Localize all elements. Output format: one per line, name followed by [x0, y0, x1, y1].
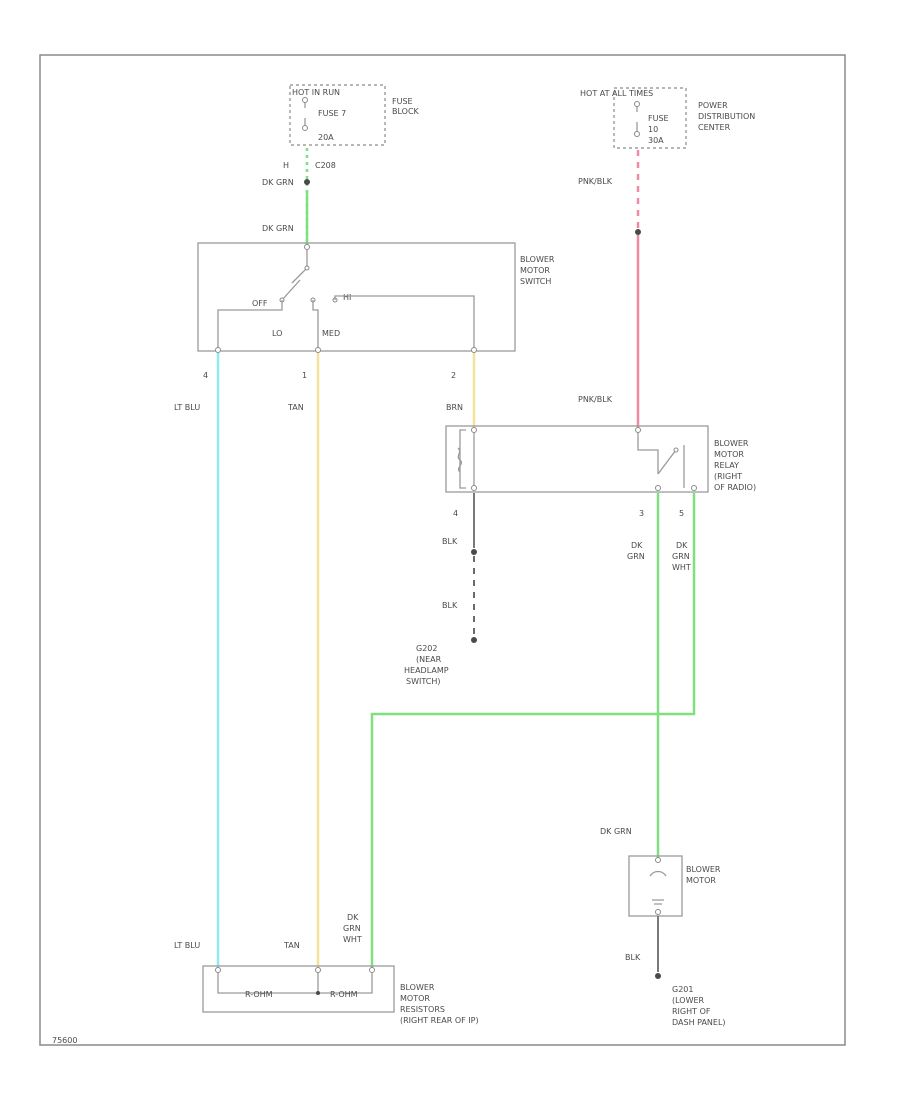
wire-label-wht-2: WHT: [343, 935, 362, 944]
blower-motor-relay: BLOWER MOTOR RELAY (RIGHT OF RADIO) 4 3 …: [445, 425, 756, 518]
pdc-fuse-amps: 30A: [648, 136, 664, 145]
wire-label-tan-2: TAN: [283, 941, 300, 950]
wire-label-tan-1: TAN: [287, 403, 304, 412]
wire-label-grn-1: GRN: [627, 552, 645, 561]
ground-g201-point: [655, 973, 661, 979]
switch-med-label: MED: [322, 329, 340, 338]
relay-name-5: OF RADIO): [714, 483, 756, 492]
fuse-block: HOT IN RUN FUSE 7 20A FUSE BLOCK H C208: [283, 84, 420, 170]
relay-name-3: RELAY: [714, 461, 739, 470]
relay-name-1: BLOWER: [714, 439, 749, 448]
switch-off-label: OFF: [252, 299, 268, 308]
ground-g201: G201 (LOWER RIGHT OF DASH PANEL): [672, 985, 726, 1027]
switch-hi-label: HI: [343, 293, 351, 302]
blower-motor-name-2: MOTOR: [686, 876, 716, 885]
fuse-7-label: FUSE 7: [318, 109, 346, 118]
wire-label-wht-1: WHT: [672, 563, 691, 572]
ground-g201-name-1: G201: [672, 985, 693, 994]
blower-motor: BLOWER MOTOR: [628, 855, 721, 917]
resistors-name-2: MOTOR: [400, 994, 430, 1003]
resistor-1-label: R-OHM: [245, 990, 273, 999]
splice-fuse-out: [304, 179, 310, 185]
ground-g202-name-3: HEADLAMP: [404, 666, 449, 675]
ground-g202: G202 (NEAR HEADLAMP SWITCH): [404, 644, 449, 686]
power-distribution-center: HOT AT ALL TIMES FUSE 10 30A POWER DISTR…: [580, 87, 755, 149]
ground-g202-name-1: G202: [416, 644, 437, 653]
wire-label-pnk-blk-1: PNK/BLK: [578, 177, 613, 186]
figure-id: 75600: [52, 1036, 77, 1045]
relay-pin-4: 4: [453, 509, 458, 518]
ground-g201-name-3: RIGHT OF: [672, 1007, 711, 1016]
resistors-name-4: (RIGHT REAR OF IP): [400, 1016, 479, 1025]
fuse-7-amps: 20A: [318, 133, 334, 142]
pdc-top-label: HOT AT ALL TIMES: [580, 89, 653, 98]
relay-pin-5: 5: [679, 509, 684, 518]
pdc-fuse-label: FUSE: [648, 114, 669, 123]
blower-motor-resistors: R-OHM R-OHM BLOWER MOTOR RESISTORS (RIGH…: [202, 965, 479, 1025]
diagram-frame: [39, 54, 846, 1046]
splice-pnk-blk: [635, 229, 641, 235]
wire-label-brn: BRN: [446, 403, 463, 412]
splice-blk-relay: [471, 549, 477, 555]
pdc-fuse-num: 10: [648, 125, 658, 134]
wire-label-pnk-blk-2: PNK/BLK: [578, 395, 613, 404]
wire-label-lt-blu-2: LT BLU: [174, 941, 200, 950]
switch-name-1: BLOWER: [520, 255, 555, 264]
ground-g202-name-2: (NEAR: [416, 655, 442, 664]
wire-label-dk-2: DK: [676, 541, 688, 550]
relay-name-2: MOTOR: [714, 450, 744, 459]
fuse-block-top-label: HOT IN RUN: [292, 88, 340, 97]
fuse-block-connector: C208: [315, 161, 336, 170]
wire-label-dk-grn-1: DK GRN: [262, 178, 294, 187]
pdc-name-3: CENTER: [698, 123, 731, 132]
fuse-block-pin: H: [283, 161, 289, 170]
wire-label-grn-2: GRN: [672, 552, 690, 561]
ground-g201-name-4: DASH PANEL): [672, 1018, 726, 1027]
wire-label-dk-grn-2: DK GRN: [262, 224, 294, 233]
blower-motor-name-1: BLOWER: [686, 865, 721, 874]
ground-g201-name-2: (LOWER: [672, 996, 705, 1005]
ground-g202-name-4: SWITCH): [406, 677, 441, 686]
fuse-block-name-2: BLOCK: [392, 107, 420, 116]
wire-label-lt-blu-1: LT BLU: [174, 403, 200, 412]
relay-name-4: (RIGHT: [714, 472, 742, 481]
pdc-name-1: POWER: [698, 101, 728, 110]
wire-dk-grn-wht: [370, 493, 696, 968]
switch-name-2: MOTOR: [520, 266, 550, 275]
switch-pin-1: 1: [302, 371, 307, 380]
resistor-2-label: R-OHM: [330, 990, 358, 999]
pdc-name-2: DISTRIBUTION: [698, 112, 755, 121]
switch-pin-4: 4: [203, 371, 208, 380]
switch-lo-label: LO: [272, 329, 282, 338]
ground-g202-point: [471, 637, 477, 643]
wire-label-dk-grn-motor: DK GRN: [600, 827, 632, 836]
switch-name-3: SWITCH: [520, 277, 551, 286]
fuse-block-name-1: FUSE: [392, 97, 413, 106]
wire-label-blk-2: BLK: [442, 601, 458, 610]
wire-label-blk-motor: BLK: [625, 953, 641, 962]
blower-motor-switch: OFF HI LO MED BLOWER MOTOR SWITCH 4 1 2: [197, 242, 555, 380]
relay-pin-3: 3: [639, 509, 644, 518]
wire-label-dk-3: DK: [347, 913, 359, 922]
wire-label-grn-3: GRN: [343, 924, 361, 933]
resistors-name-3: RESISTORS: [400, 1005, 445, 1014]
resistors-name-1: BLOWER: [400, 983, 435, 992]
wire-label-blk-1: BLK: [442, 537, 458, 546]
wire-label-dk-1: DK: [631, 541, 643, 550]
switch-pin-2: 2: [451, 371, 456, 380]
